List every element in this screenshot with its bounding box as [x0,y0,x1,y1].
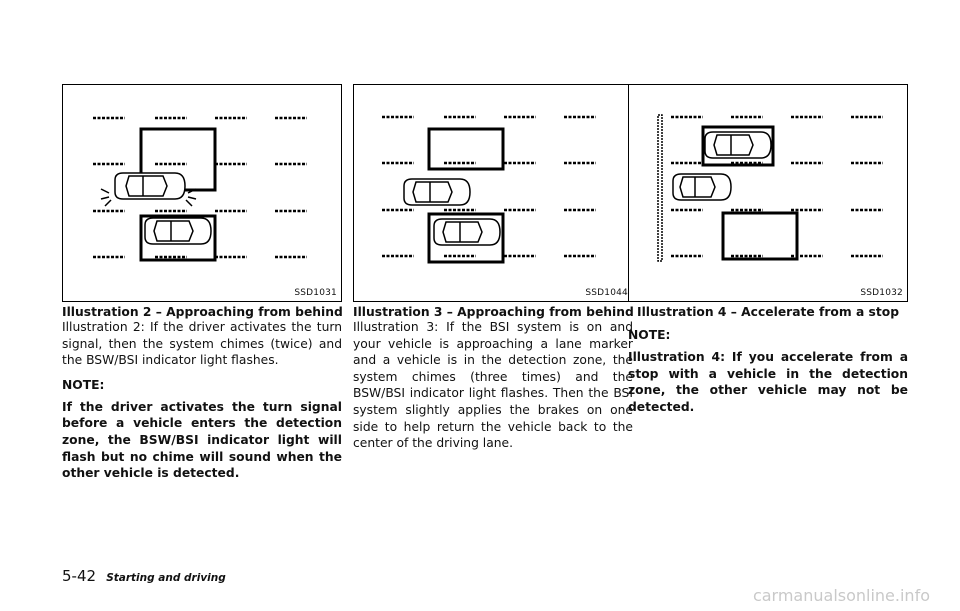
illustration-3-diagram [382,115,596,264]
illustration-4-diagram [657,114,883,262]
column-1: SSD1031 Illustration 2 – Approaching fro… [62,84,343,482]
column-2: SSD1044 Illustration 3 – Approaching fro… [353,84,634,452]
note-label: NOTE: [628,328,671,342]
column-3: SSD1032 Illustration 4 – Accelerate from… [628,84,908,415]
car-icon [433,218,501,246]
note-text: If the driver activates the turn signal … [62,399,342,481]
figure-caption: Illustration 4 – Accelerate from a stop [637,305,899,319]
section-title: Starting and driving [106,572,226,584]
note-text: Illustration 4: If you accelerate from a… [628,350,908,414]
figure-caption: Illustration 3 – Approaching from behind [353,305,634,319]
page-number: 5-42 [62,567,97,585]
figure-code: SSD1044 [585,288,628,298]
body-text: Illustration 3: If the BSI system is on … [353,320,633,451]
illustration-2-figure: SSD1031 [62,84,342,302]
figure-code: SSD1031 [294,288,337,298]
car-icon [704,131,772,159]
page-footer: 5-42 Starting and driving [62,567,226,585]
watermark: carmanualsonline.info [752,586,930,605]
illustration-3-figure: SSD1044 [353,84,633,302]
figure-caption: Illustration 2 – Approaching from behind [62,305,343,319]
car-icon [144,217,212,245]
illustration-2-diagram [93,116,307,262]
body-text: Illustration 2: If the driver activates … [62,320,342,368]
car-icon [672,173,732,201]
car-icon [403,178,471,206]
illustration-4-figure: SSD1032 [628,84,908,302]
car-icon [114,172,186,200]
note-label: NOTE: [62,377,105,392]
figure-code: SSD1032 [860,288,903,298]
